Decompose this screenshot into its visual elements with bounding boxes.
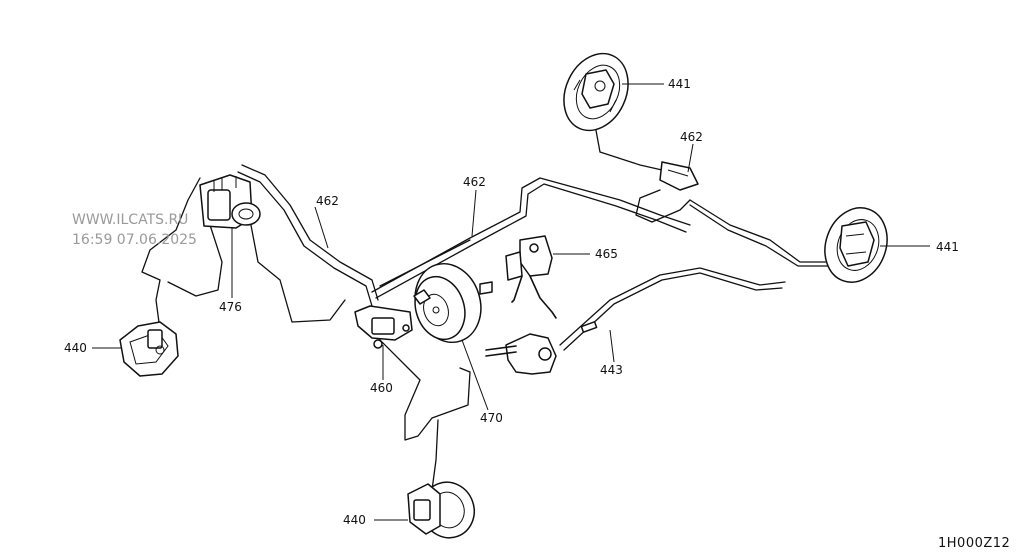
watermark-timestamp: 16:59 07.06.2025	[72, 232, 197, 248]
front-left-disc-brake	[119, 321, 179, 377]
callout-leaders	[92, 83, 930, 521]
callout-labels: 440 440 441 441 443 460 462 462 462 465 …	[64, 77, 959, 527]
abs-actuator-unit	[199, 174, 261, 229]
label-443: 443	[600, 363, 623, 377]
label-440-left: 440	[64, 341, 87, 355]
front-right-disc-brake	[407, 481, 475, 539]
label-462-center: 462	[463, 175, 486, 189]
brake-pedal-assembly	[479, 235, 557, 319]
label-440-bottom: 440	[343, 513, 366, 527]
label-470: 470	[480, 411, 503, 425]
pipe-clip-rear	[659, 161, 699, 191]
label-465: 465	[595, 247, 618, 261]
parking-brake-lever	[485, 321, 598, 375]
brake-booster	[413, 262, 482, 344]
junction-block	[354, 305, 413, 349]
label-476: 476	[219, 300, 242, 314]
label-462-right: 462	[680, 130, 703, 144]
label-441-right: 441	[936, 240, 959, 254]
label-460: 460	[370, 381, 393, 395]
label-462-left: 462	[316, 194, 339, 208]
rear-drum-brake-right	[824, 207, 888, 283]
label-441-top: 441	[668, 77, 691, 91]
watermark: WWW.ILCATS.RU 16:59 07.06.2025	[72, 212, 197, 248]
diagram-code: 1H000Z12	[938, 536, 1010, 551]
watermark-site: WWW.ILCATS.RU	[72, 212, 188, 228]
rear-drum-brake-top	[563, 52, 629, 132]
